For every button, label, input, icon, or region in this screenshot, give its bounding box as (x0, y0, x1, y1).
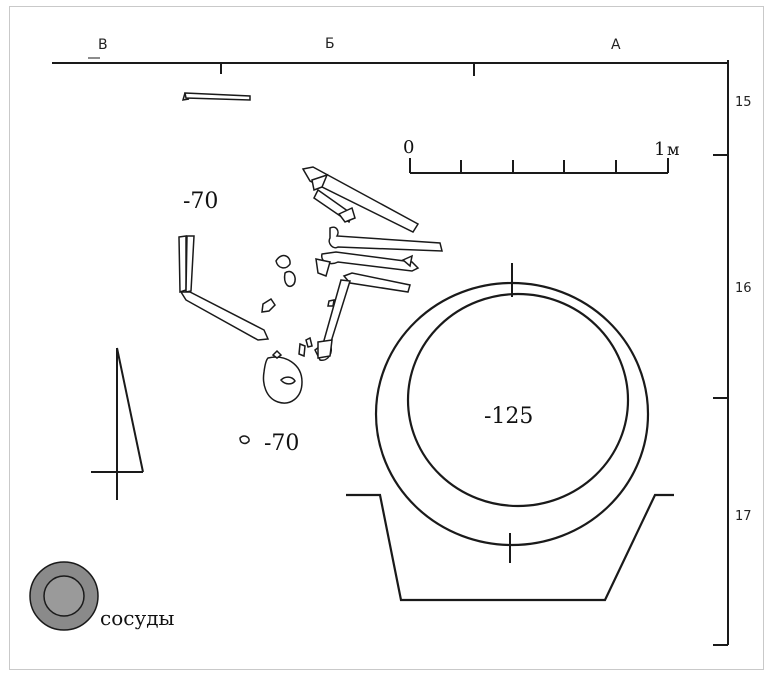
pit-inner-contour (406, 292, 630, 508)
grid-column-label-v: В (98, 37, 108, 53)
vessel-legend-icon (29, 561, 99, 631)
find-depth-label: -70 (264, 431, 299, 456)
small-find (239, 435, 250, 445)
top-grid-axis (52, 57, 728, 76)
scale-end-label: 1 (654, 139, 665, 160)
grid-row-label-15: 15 (735, 95, 752, 110)
figure-frame (9, 6, 764, 670)
isolated-bone (181, 92, 251, 101)
scale-unit-label: м (667, 140, 679, 159)
scale-start-label: 0 (403, 137, 414, 158)
right-grid-axis (713, 60, 729, 646)
pit-section-profile (346, 493, 674, 602)
grid-column-label-a: А (611, 37, 621, 53)
grid-row-label-16: 16 (735, 281, 752, 296)
skeleton-remains (178, 166, 443, 404)
grid-row-label-17: 17 (735, 509, 752, 524)
north-arrow-icon (91, 347, 144, 500)
scale-bar (409, 158, 669, 174)
grid-column-label-b: Б (325, 36, 335, 52)
pit-feature (346, 263, 674, 602)
skeleton-depth-label: -70 (183, 189, 218, 214)
vessel-legend-label: сосуды (100, 606, 175, 630)
pit-depth-label: -125 (484, 404, 533, 429)
